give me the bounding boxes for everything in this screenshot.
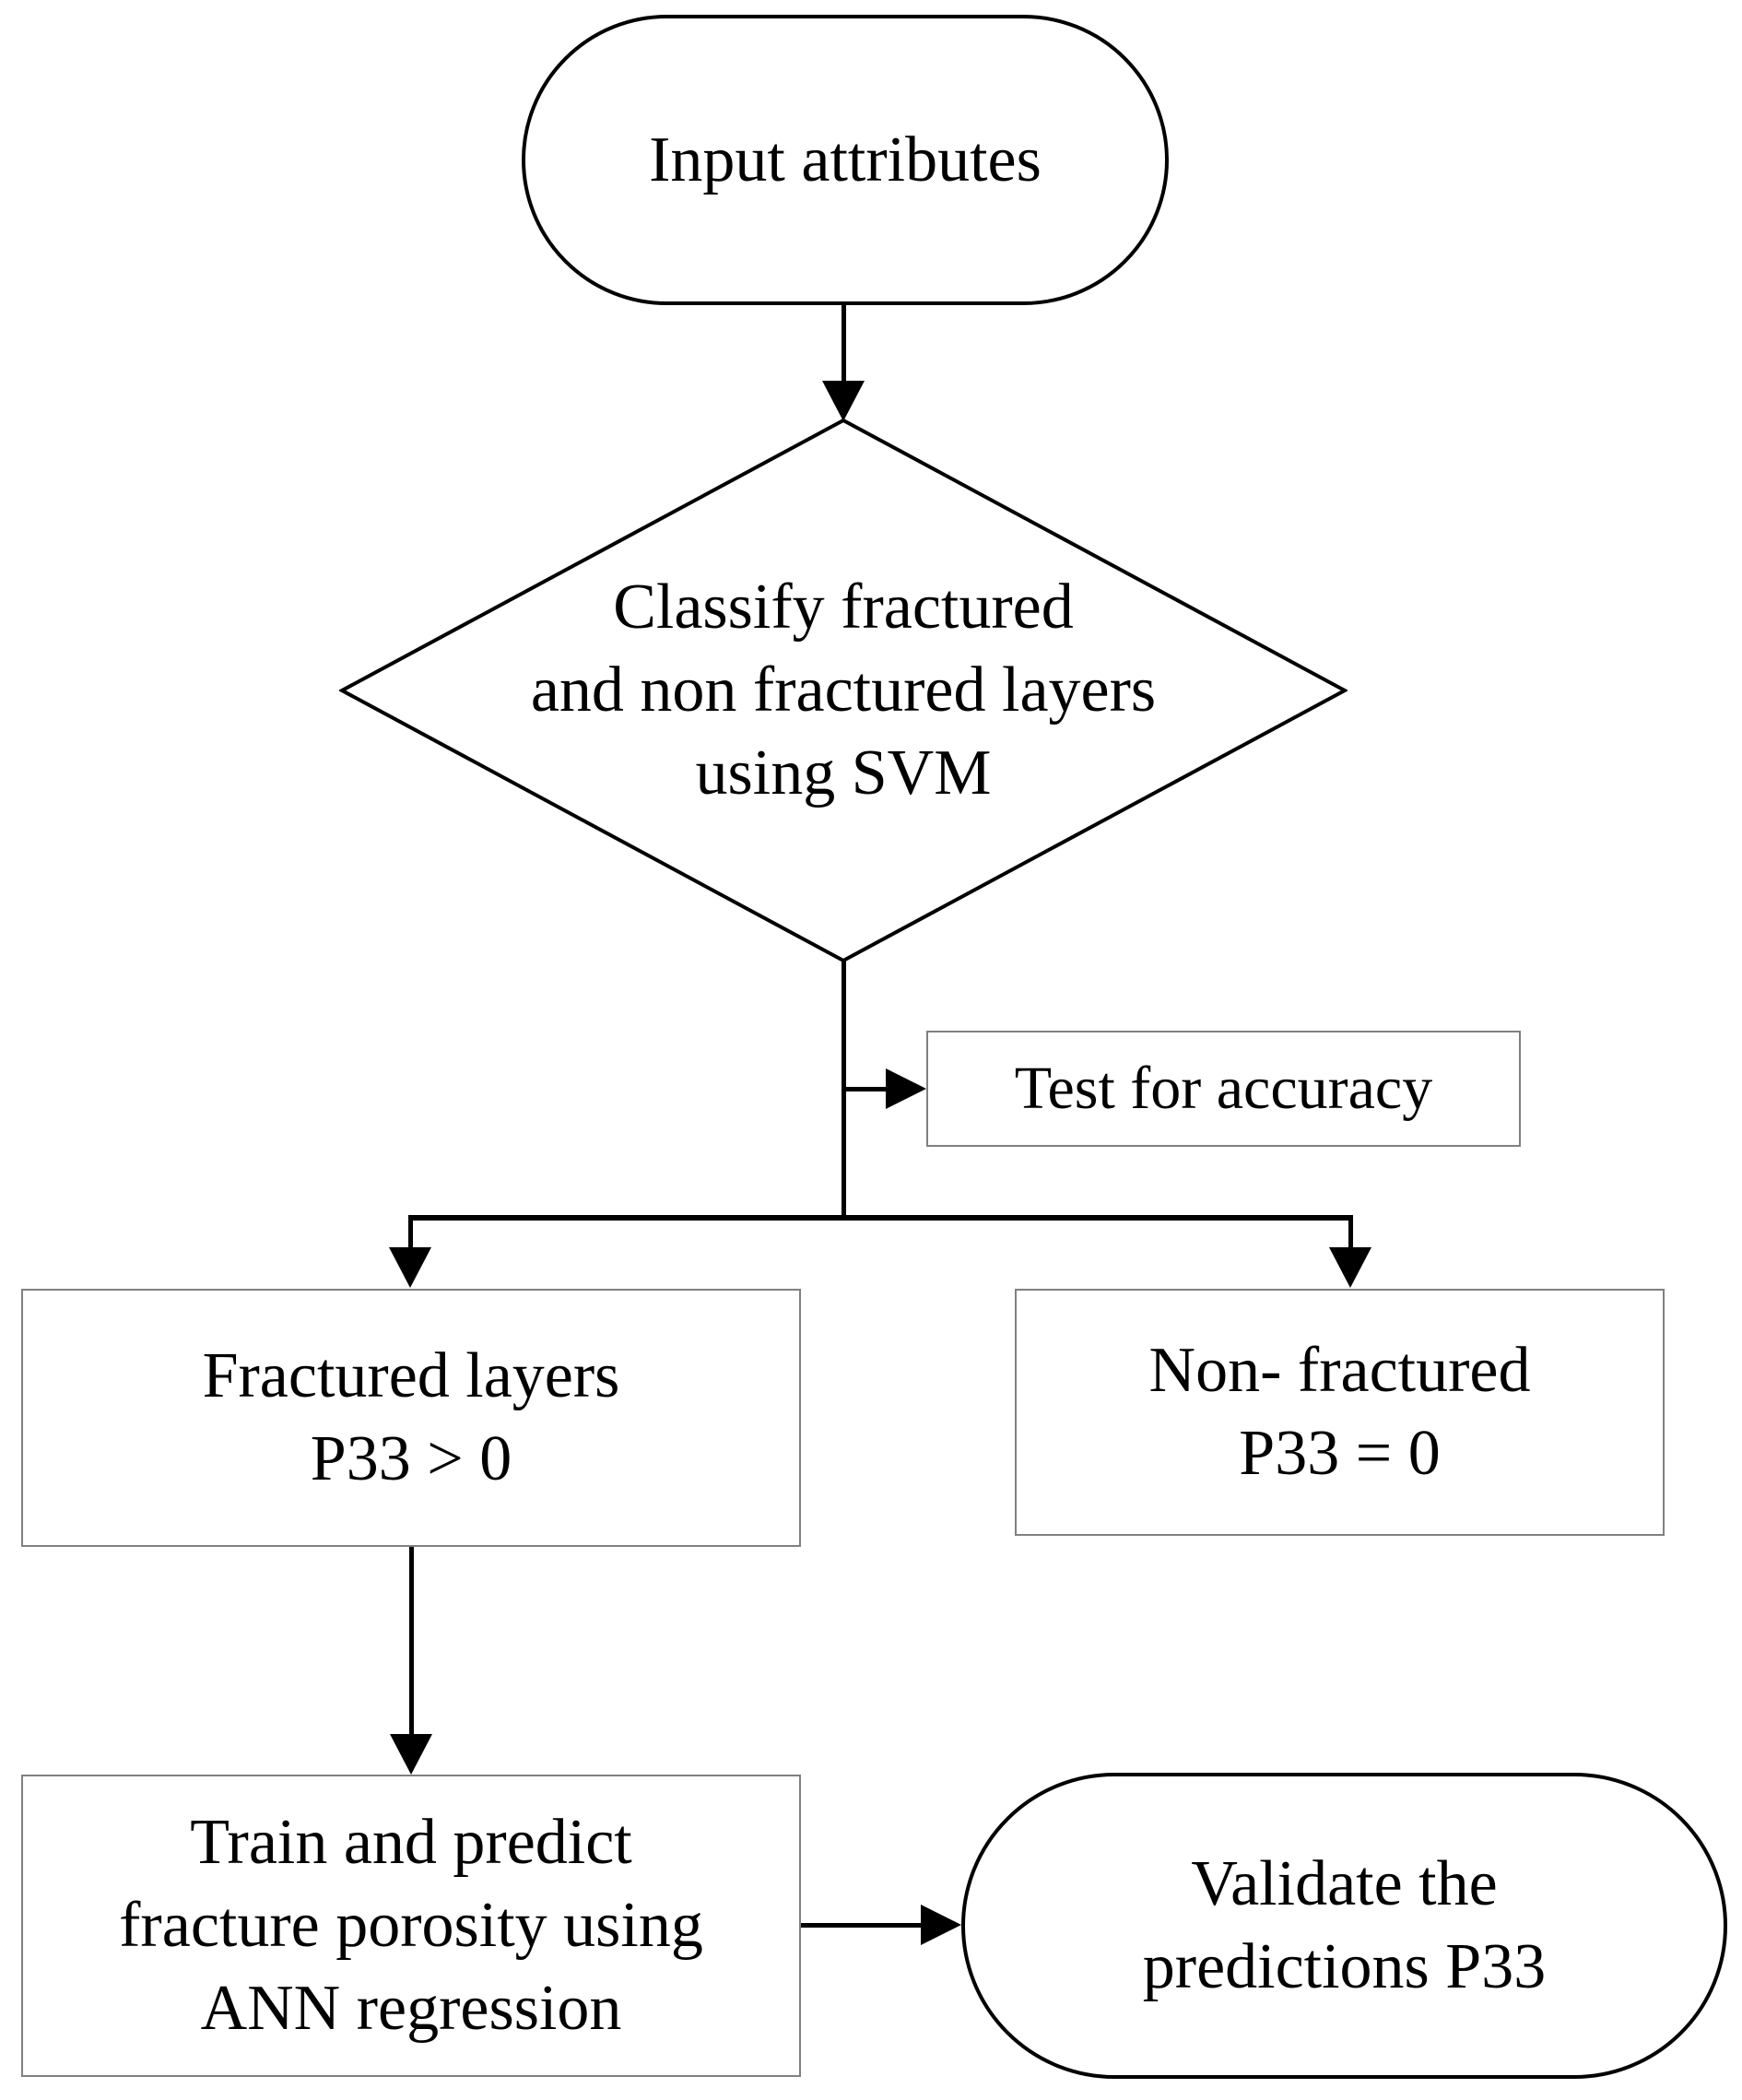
edge-train-to-validate-arrowhead: [921, 1905, 961, 1945]
fractured-line-2: P33 > 0: [310, 1423, 512, 1494]
validate-line-2: predictions P33: [1142, 1931, 1547, 2002]
node-classify-decision-label: Classify fractured and non fractured lay…: [339, 418, 1348, 963]
node-input-attributes-label: Input attributes: [649, 124, 1042, 195]
non-fractured-line-1: Non- fractured: [1148, 1335, 1531, 1406]
edge-junction-to-fractured-arrowhead: [389, 1247, 431, 1288]
node-validate-predictions: Validate the predictions P33: [961, 1773, 1727, 2079]
edge-train-to-validate-line: [801, 1923, 923, 1928]
edge-junction-to-nonfractured-arrowhead: [1329, 1247, 1371, 1288]
node-classify-decision: Classify fractured and non fractured lay…: [339, 418, 1348, 963]
validate-line-1: Validate the: [1191, 1848, 1498, 1919]
node-test-accuracy-label: Test for accuracy: [1014, 1055, 1433, 1122]
edge-fractured-to-train-arrowhead: [390, 1734, 432, 1775]
node-test-accuracy: Test for accuracy: [926, 1031, 1521, 1147]
classify-line-2: and non fractured layers: [530, 655, 1157, 726]
branch-junction-line: [408, 1215, 1353, 1221]
edge-fractured-to-train-line: [409, 1547, 414, 1737]
edge-junction-to-fractured-line: [408, 1215, 413, 1250]
fractured-line-1: Fractured layers: [202, 1340, 620, 1411]
node-input-attributes: Input attributes: [522, 15, 1169, 305]
node-train-predict: Train and predict fracture porosity usin…: [21, 1775, 801, 2077]
node-fractured-layers: Fractured layers P33 > 0: [21, 1289, 801, 1547]
edge-input-to-classify-line: [842, 305, 846, 383]
edge-junction-to-nonfractured-line: [1348, 1215, 1353, 1250]
edge-input-to-classify-arrowhead: [822, 381, 865, 421]
train-line-3: ANN regression: [200, 1973, 622, 2044]
non-fractured-line-2: P33 = 0: [1239, 1418, 1441, 1489]
train-line-2: fracture porosity using: [119, 1890, 703, 1961]
classify-line-1: Classify fractured: [613, 572, 1074, 643]
node-non-fractured: Non- fractured P33 = 0: [1015, 1289, 1665, 1536]
edge-classify-to-test-line: [843, 1087, 889, 1091]
classify-line-3: using SVM: [695, 737, 992, 808]
train-line-1: Train and predict: [190, 1807, 632, 1878]
edge-classify-to-test-arrowhead: [886, 1068, 926, 1109]
